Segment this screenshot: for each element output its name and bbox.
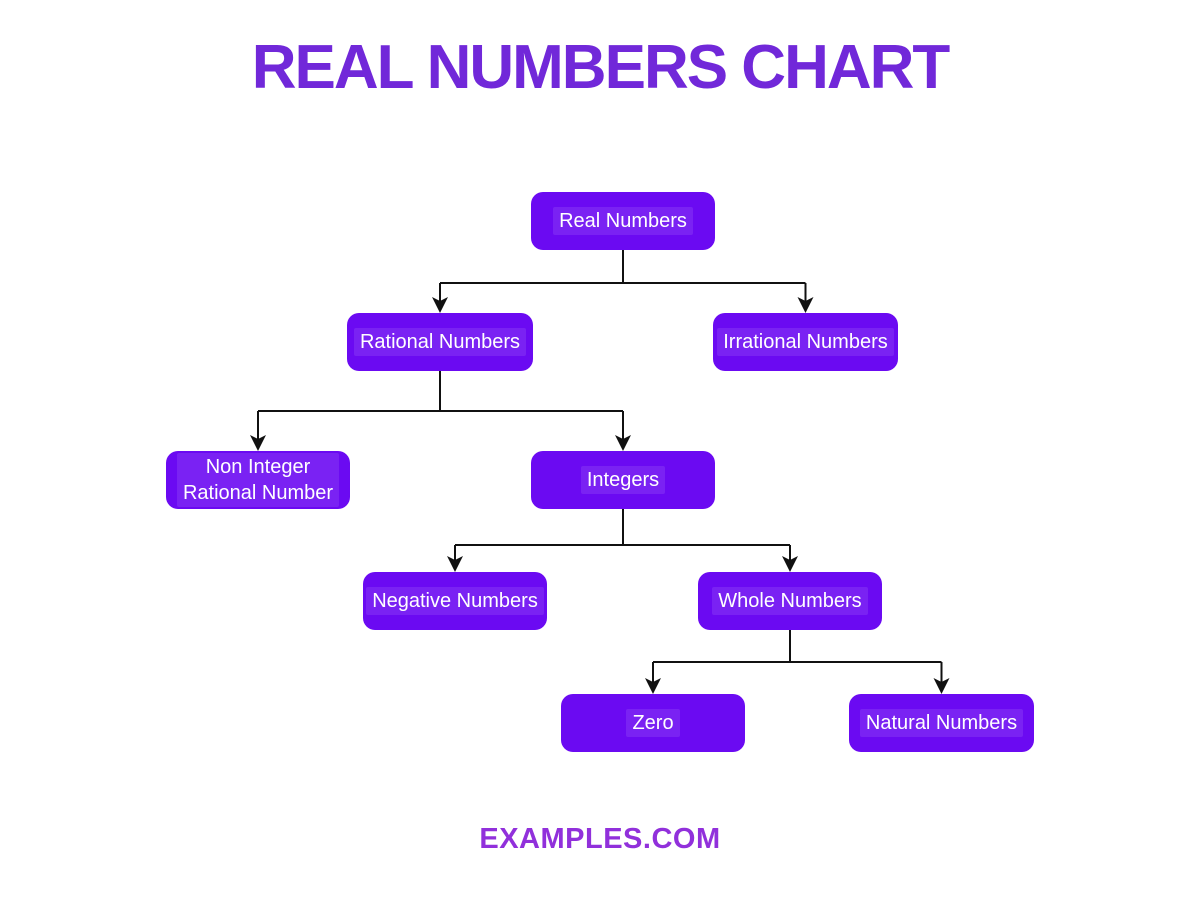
- node-label: Irrational Numbers: [717, 328, 894, 356]
- node-label: Integers: [580, 466, 666, 494]
- node-label: Real Numbers: [553, 207, 693, 235]
- node-label: Non Integer Rational Number: [176, 453, 340, 507]
- node-label: Negative Numbers: [366, 587, 544, 615]
- node-natural-numbers: Natural Numbers: [849, 694, 1034, 752]
- node-real-numbers: Real Numbers: [531, 192, 715, 250]
- page-title: REAL NUMBERS CHART: [251, 33, 951, 102]
- node-label: Whole Numbers: [712, 587, 868, 615]
- node-label: Zero: [626, 709, 680, 737]
- node-zero: Zero: [561, 694, 745, 752]
- node-label: Natural Numbers: [859, 709, 1024, 737]
- footer-brand: EXAMPLES.COM: [479, 823, 721, 855]
- node-irrational-numbers: Irrational Numbers: [713, 313, 898, 371]
- node-whole-numbers: Whole Numbers: [698, 572, 882, 630]
- node-negative-numbers: Negative Numbers: [363, 572, 547, 630]
- node-rational-numbers: Rational Numbers: [347, 313, 533, 371]
- node-integers: Integers: [531, 451, 715, 509]
- node-non-integer-rational-number: Non Integer Rational Number: [166, 451, 350, 509]
- node-label: Rational Numbers: [353, 328, 527, 356]
